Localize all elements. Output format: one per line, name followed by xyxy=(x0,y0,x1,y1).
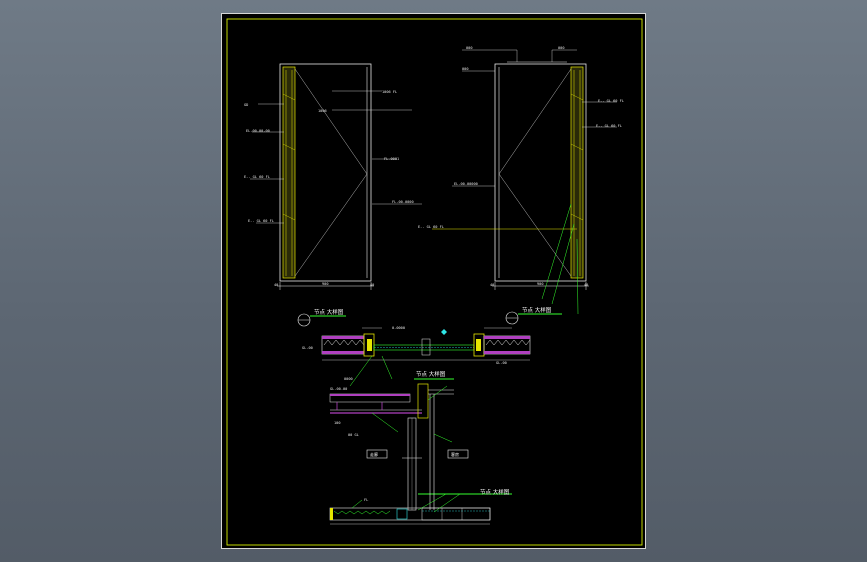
cad-drawing-canvas: GD EL-00-00-00 E-- GL 60 FL E-- GL 60 FL… xyxy=(226,18,643,546)
label-right-3: EL-00-00000 xyxy=(454,182,478,186)
door-plan-section xyxy=(321,327,531,387)
label-left-2: EL-00-00-00 xyxy=(246,129,270,133)
dim-right-a: 40 xyxy=(490,283,494,287)
label-left-1: GD xyxy=(244,103,248,107)
room-tag-left: 走廊 xyxy=(370,451,378,457)
dim-right-top-c: 000 xyxy=(462,67,469,71)
label-section-2: GL-00 xyxy=(496,361,507,365)
label-left-5: 1006 FL xyxy=(382,90,397,94)
label-section-3: 0-0000 xyxy=(392,326,405,330)
label-section-8: FL xyxy=(364,498,368,502)
door-elevation-left xyxy=(250,63,422,290)
drawing-frame xyxy=(226,18,643,546)
label-left-3: E-- GL 60 FL xyxy=(244,175,270,179)
section-markers xyxy=(297,311,562,495)
label-left-4: E-- GL 60 FL xyxy=(248,219,274,223)
cad-drawing-sheet: GD EL-00-00-00 E-- GL 60 FL E-- GL 60 FL… xyxy=(221,13,646,549)
dim-left-c: 40 xyxy=(370,283,374,287)
dim-left-b: 900 xyxy=(322,282,329,286)
label-left-6: 1006 xyxy=(318,109,327,113)
dim-right-b: 900 xyxy=(537,282,544,286)
label-section-5: GL-00-00 xyxy=(330,387,347,391)
section-title-3: 节点 大样图 xyxy=(416,370,446,378)
room-tag-right: 客房 xyxy=(451,451,459,457)
door-elevation-right xyxy=(432,49,617,315)
label-left-7: FL-0001 xyxy=(384,157,399,161)
label-section-1: GL-00 xyxy=(302,346,313,350)
label-left-8: FL-00-0000 xyxy=(392,200,414,204)
section-title-1: 节点 大样图 xyxy=(314,308,344,316)
label-section-7: 00 GL xyxy=(348,433,359,437)
room-tag-box-left xyxy=(366,449,388,459)
dim-left-a: 40 xyxy=(274,283,278,287)
section-title-4: 节点 大样图 xyxy=(480,488,510,496)
dim-right-top-a: 000 xyxy=(466,46,473,50)
dim-right-top-b: 000 xyxy=(558,46,565,50)
label-section-6: 100 xyxy=(334,421,341,425)
label-right-2: E-- GL 60 FL xyxy=(596,124,622,128)
section-title-2: 节点 大样图 xyxy=(522,306,552,314)
label-right-4: E-- GL 60 FL xyxy=(418,225,444,229)
room-tag-box-right xyxy=(447,449,469,459)
dim-right-c: 40 xyxy=(584,283,588,287)
label-right-1: E-- GL 60 FL xyxy=(598,99,624,103)
label-section-4: 0000 xyxy=(344,377,353,381)
door-vertical-section xyxy=(329,383,491,525)
